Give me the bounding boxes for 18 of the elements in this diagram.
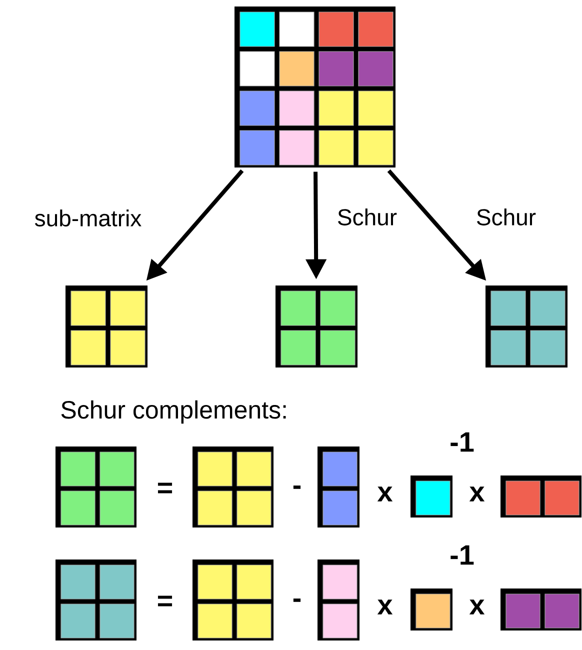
edge-label: Schur	[336, 208, 398, 226]
equals-sign: =	[158, 596, 172, 606]
matrix-drawing	[234, 6, 396, 168]
minus-sign: -	[293, 598, 301, 602]
minus-sign: -	[293, 486, 301, 489]
times-sign: x	[377, 486, 393, 502]
matrix-drawing	[66, 286, 148, 368]
edge-label: Schur	[474, 208, 538, 226]
times-sign: x	[469, 486, 485, 502]
matrix-drawing	[486, 286, 568, 368]
times-sign: x	[469, 600, 485, 614]
edge-label: sub-matrix	[33, 208, 143, 228]
heading: Schur complements:	[61, 400, 286, 424]
equals-sign: =	[158, 482, 172, 494]
exponent-label: -1	[450, 432, 474, 452]
exponent-label: -1	[450, 545, 474, 565]
matrix-drawing	[276, 286, 358, 368]
times-sign: x	[377, 600, 393, 614]
